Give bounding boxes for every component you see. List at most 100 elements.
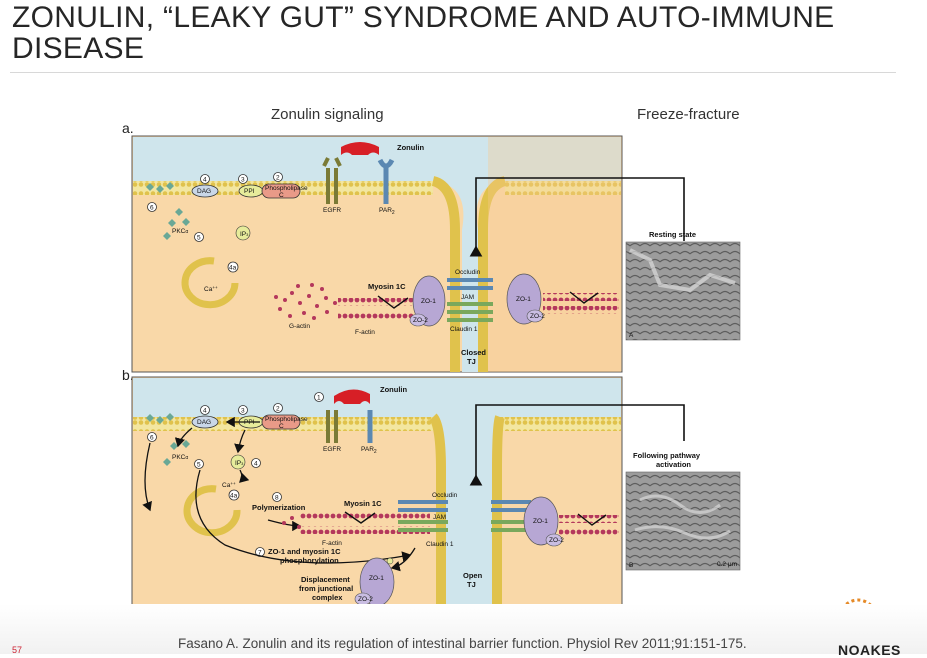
panel-b-zo2-right-label: ZO-2 — [549, 537, 564, 544]
panel-a-egfr-icon — [322, 157, 342, 204]
panel-b-f-actin-left-2 — [300, 526, 430, 534]
panel-b-occludin-band — [398, 500, 531, 532]
panel-a-calcium-store — [181, 257, 239, 309]
panel-b-f-actin-label: F-actin — [322, 540, 342, 547]
panel-b-zo2-displaced-label: ZO-2 — [358, 596, 373, 603]
svg-text:6: 6 — [150, 205, 154, 212]
svg-text:5: 5 — [197, 462, 201, 469]
panel-a-f-actin-label: F-actin — [355, 329, 375, 336]
panel-b-letter: b. — [122, 367, 134, 383]
svg-text:3: 3 — [241, 177, 245, 184]
panel-b-lateral-membrane-left — [428, 413, 446, 613]
svg-text:4a: 4a — [230, 493, 238, 500]
panel-a-zo1-right-label: ZO-1 — [516, 296, 531, 303]
panel-b-claudin-label: Claudin 1 — [426, 541, 454, 548]
panel-a-phospholipase-c-letter: C — [279, 192, 284, 199]
panel-b-phosphorylation-label-1: ZO-1 and myosin 1C — [268, 547, 341, 556]
panel-b-step-markers: 1 2 3 4 4 6 5 4a 8 7 — [147, 392, 324, 557]
svg-text:5: 5 — [197, 235, 201, 242]
micrograph-b-tag: B — [629, 562, 633, 569]
panel-a-zo1-left-label: ZO-1 — [421, 298, 436, 305]
micrograph-a-tag: A — [629, 332, 634, 339]
panel-a-tj-label: TJ — [467, 357, 476, 366]
panel-a-f-actin-right-2 — [543, 306, 619, 314]
svg-text:4: 4 — [203, 408, 207, 415]
panel-b-junction-lumen — [433, 417, 500, 613]
panel-a-ip3-label: IP3 — [240, 231, 249, 238]
micrograph-b-image — [625, 471, 741, 571]
svg-text:4: 4 — [254, 461, 258, 468]
panel-b-dag-label: DAG — [197, 419, 211, 426]
panel-b-egfr-icon — [326, 410, 338, 443]
panel-a-zonulin-label: Zonulin — [397, 143, 424, 152]
panel-a-zo2-right — [526, 309, 544, 323]
page-number: 57 — [12, 645, 23, 655]
svg-text:1: 1 — [317, 395, 321, 402]
panel-b-ip3-label: IP3 — [235, 460, 244, 467]
panel-b-myosin-label: Myosin 1C — [344, 499, 382, 508]
panel-a-myosin-label: Myosin 1C — [368, 282, 406, 291]
panel-a-myosin-left — [377, 295, 409, 309]
panel-b-myosin-right — [577, 513, 607, 526]
panel-b-calcium-label: Ca++ — [222, 481, 236, 489]
panel-a-egfr-label: EGFR — [323, 207, 341, 214]
panel-b-displacement-label-2: from junctional — [299, 584, 353, 593]
panel-b-f-actin-right — [559, 515, 619, 523]
micrograph-a-ridge — [629, 248, 736, 293]
panel-b-phospholipase-label: Phospholipase — [265, 416, 308, 423]
panel-a-jam-label: JAM — [461, 294, 474, 301]
panel-a-apical-membrane-right — [505, 181, 621, 195]
panel-a-f-actin-right — [543, 293, 619, 301]
panel-b-apical-membrane-right — [500, 417, 621, 431]
panel-b-displacement-label-3: complex — [312, 593, 343, 602]
micrograph-a-label: Resting state — [649, 230, 696, 239]
panel-a-neighbor-cell — [488, 137, 621, 372]
micrograph-b: Following pathway activation B 0.2 µm — [625, 451, 741, 571]
panel-b-myosin-left — [344, 511, 376, 524]
panel-b-calcium-store — [183, 485, 241, 537]
panel-b: Zonulin EGFR PAR2 DAG PPI Phospholipase … — [131, 376, 685, 614]
panel-a-zo2-right-label: ZO-2 — [530, 313, 545, 320]
micrograph-b-ridge — [634, 494, 731, 540]
panel-a: Zonulin EGFR PAR2 DAG PPI Phospholipase … — [131, 135, 685, 373]
micrograph-b-scale: 0.2 µm — [717, 561, 737, 568]
panel-b-lumen — [133, 378, 621, 417]
panel-b-phosphorylation-label-2: phosphorylation — [280, 556, 339, 565]
panel-b-ip3 — [230, 454, 246, 470]
panel-b-displacement-label-1: Displacement — [301, 575, 350, 584]
micrograph-b-label-1: Following pathway — [633, 451, 701, 460]
panel-b-jam-label: JAM — [433, 514, 446, 521]
panel-a-f-actin-left-2 — [338, 311, 426, 319]
panel-a-pkc-molecules — [146, 182, 190, 240]
micrograph-a: Resting state A — [625, 230, 741, 341]
svg-text:4: 4 — [203, 177, 207, 184]
panel-b-zonulin-label: Zonulin — [380, 385, 407, 394]
panel-a-phospholipase-label: Phospholipase — [265, 185, 308, 192]
panel-b-par2-label: PAR2 — [361, 446, 377, 455]
panel-b-dag — [191, 415, 219, 429]
panel-a-step-markers: 4 3 2 6 5 4a — [147, 172, 283, 273]
panel-a-zo2-left — [409, 313, 427, 327]
panel-b-tj-label: TJ — [467, 580, 476, 589]
column-heading-freeze-fracture: Freeze-fracture — [637, 106, 740, 123]
panel-a-junction-lumen — [433, 181, 505, 372]
column-heading-zonulin-signaling: Zonulin signaling — [271, 106, 384, 123]
panel-a-f-actin-left — [338, 298, 426, 306]
panel-a-par2-label: PAR2 — [379, 207, 395, 216]
slide-title: ZONULIN, “LEAKY GUT” SYNDROME AND AUTO-I… — [12, 1, 835, 65]
panel-b-zo2-right — [545, 533, 563, 547]
panel-b-f-actin-right-2 — [559, 528, 619, 536]
panel-a-ip3 — [235, 225, 251, 241]
micrograph-b-label-2: activation — [656, 460, 691, 469]
panel-b-pointer-arrow — [469, 404, 685, 486]
panel-a-occludin-band — [447, 278, 493, 322]
svg-text:7: 7 — [258, 550, 262, 557]
svg-text:2: 2 — [276, 175, 280, 182]
panel-a-zo2-left-label: ZO-2 — [413, 317, 428, 324]
panel-b-lateral-membrane-right — [492, 415, 505, 613]
panel-a-pkc-label: PKCα — [172, 228, 188, 235]
panel-a-lumen — [133, 137, 621, 181]
panel-b-zo1-right — [523, 496, 559, 546]
panel-b-phosphate-icon — [386, 557, 394, 565]
panel-a-myosin-right — [569, 291, 599, 304]
